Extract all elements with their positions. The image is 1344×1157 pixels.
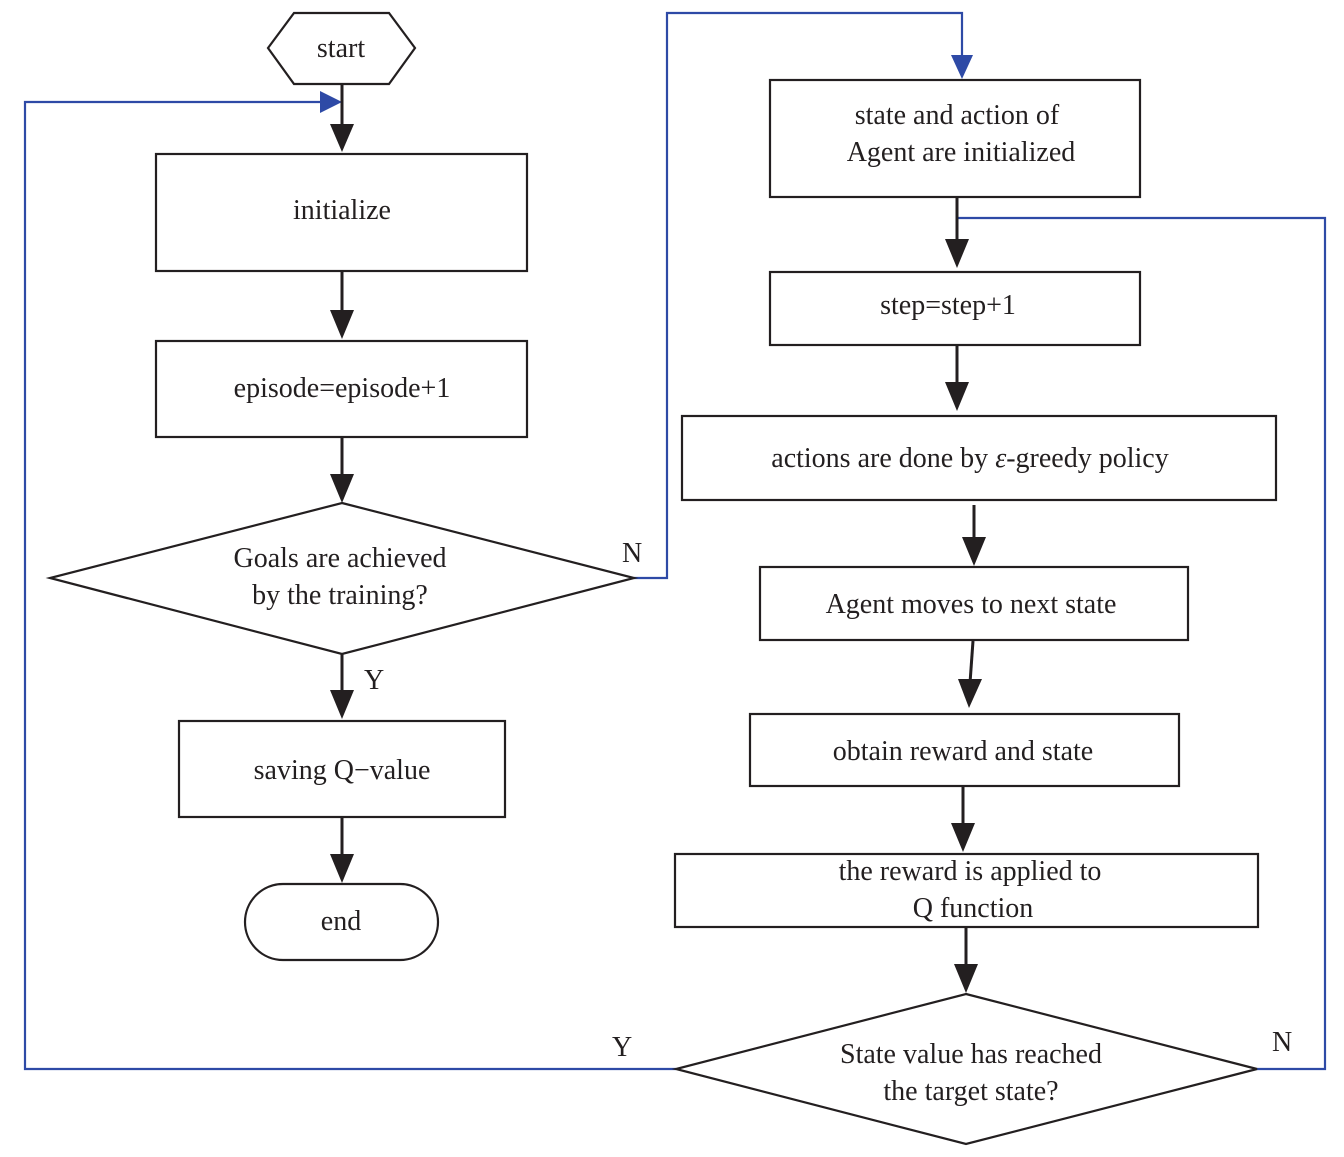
actions-label-before: actions are done by	[771, 443, 995, 474]
actions-label-after: -greedy policy	[1006, 443, 1169, 474]
saving-box: saving Q−value	[177, 719, 507, 819]
actions-box: actions are done by ε-greedy policy	[680, 414, 1278, 502]
arrow-saving-to-end	[330, 818, 354, 883]
goals-decision: Goals are achieved by the training?	[45, 501, 639, 656]
agent-init-box: state and action of Agent are initialize…	[768, 78, 1142, 199]
goals-no-label: N	[622, 538, 642, 569]
state-yes-label: Y	[612, 1032, 632, 1063]
state-check-decision: State value has reached the target state…	[671, 992, 1258, 1146]
agent-init-label-line-1: state and action of	[855, 100, 1060, 131]
loop-line-state-yes	[23, 100, 676, 1071]
loop-arrowhead-goals-no	[951, 55, 973, 79]
applied-label-line-2: Q function	[913, 893, 1034, 924]
goals-yes-label: Y	[364, 665, 384, 696]
saving-label: saving Q−value	[254, 755, 431, 786]
end-label: end	[321, 906, 361, 937]
state-no-label: N	[1272, 1027, 1292, 1058]
arrow-initialize-to-episode	[330, 272, 354, 339]
epsilon-symbol: ε	[995, 443, 1006, 474]
state-check-label-line-2: the target state?	[883, 1076, 1058, 1107]
arrow-goals-to-saving	[330, 654, 354, 719]
arrow-reward-to-applied	[951, 787, 975, 852]
episode-box: episode=episode+1	[154, 339, 529, 439]
start-label: start	[317, 33, 365, 64]
arrow-moves-to-reward	[958, 640, 982, 708]
applied-box: the reward is applied to Q function	[673, 852, 1260, 929]
arrow-applied-to-state-check	[954, 928, 978, 993]
goals-label-line-1: Goals are achieved	[234, 543, 447, 574]
goals-label-line-2: by the training?	[252, 580, 428, 611]
state-check-label-line-1: State value has reached	[840, 1039, 1102, 1070]
loop-line-goals-no	[634, 11, 964, 580]
reward-box: obtain reward and state	[748, 712, 1181, 788]
initialize-box: initialize	[154, 152, 529, 273]
applied-label-line-1: the reward is applied to	[839, 856, 1102, 887]
actions-label: actions are done by ε-greedy policy	[771, 443, 1168, 474]
initialize-label: initialize	[293, 195, 391, 226]
moves-label: Agent moves to next state	[826, 589, 1117, 620]
arrow-episode-to-goals	[330, 438, 354, 503]
start-terminal: start	[266, 11, 417, 86]
arrow-actions-to-moves	[962, 505, 986, 566]
reward-label: obtain reward and state	[833, 736, 1093, 767]
loop-line-state-no	[957, 216, 1327, 1071]
episode-label: episode=episode+1	[234, 373, 451, 404]
arrow-start-to-initialize	[330, 84, 354, 152]
arrow-agent-init-to-step	[945, 198, 969, 268]
agent-init-label-line-2: Agent are initialized	[847, 137, 1076, 168]
step-box: step=step+1	[768, 270, 1142, 347]
moves-box: Agent moves to next state	[758, 565, 1190, 642]
arrow-step-to-actions	[945, 346, 969, 411]
step-label: step=step+1	[880, 290, 1016, 321]
loop-arrowhead-state-yes	[320, 91, 342, 113]
end-terminal: end	[243, 882, 440, 962]
